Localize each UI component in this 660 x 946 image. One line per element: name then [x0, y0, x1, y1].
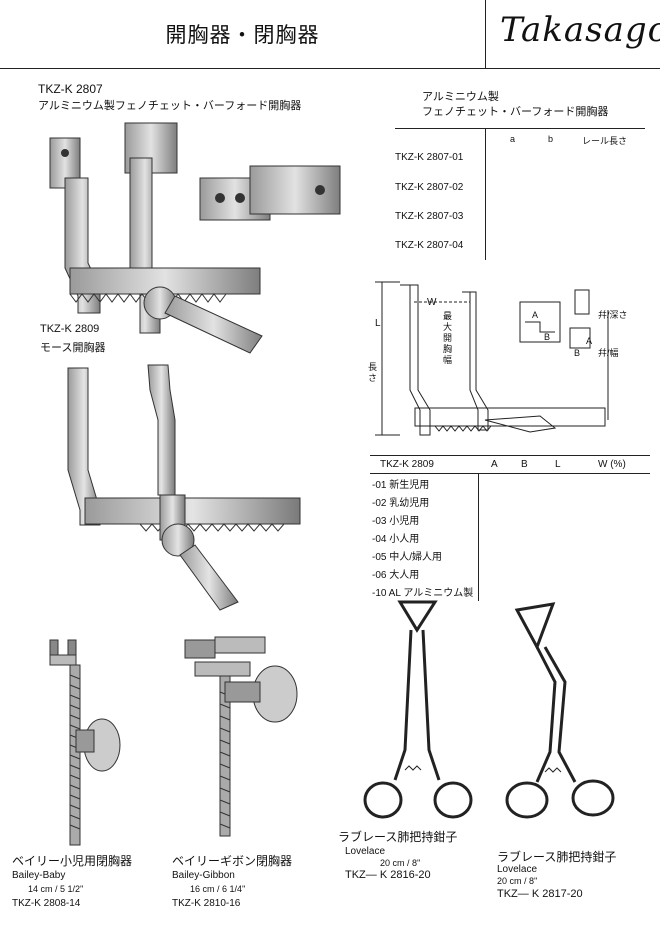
product-2808-code: TKZ-K 2808-14 — [12, 898, 81, 909]
product-2817-name-en: Lovelace — [497, 864, 538, 875]
table-2809-row: -10 AL アルミニウム製 — [372, 588, 474, 599]
product-2807-code: TKZ-K 2807 — [38, 82, 103, 96]
retractor-2807-illustration — [49, 122, 341, 354]
product-2807-name: アルミニウム製フェノチェット・バーフォード開胸器 — [38, 100, 302, 112]
header-divider-vertical — [485, 0, 486, 68]
table-2807-column-divider — [485, 128, 486, 260]
table-2807-title-line1: アルミニウム製 — [422, 91, 499, 103]
product-2817-code: TKZ— K 2817-20 — [497, 888, 583, 900]
diagram-label-length: 長さ — [368, 362, 378, 383]
diagram-label-l: L — [375, 318, 381, 329]
bailey-gibbon-illustration — [184, 636, 298, 837]
retractor-2809-illustration — [67, 364, 301, 611]
page-title: 開胸器・閉胸器 — [165, 24, 320, 47]
table-2809-col-b: B — [521, 459, 528, 470]
table-2809-col-l: L — [555, 459, 561, 470]
diagram-label-width: 幷/幅 — [598, 348, 619, 358]
product-2810-name: ベイリーギボン閉胸器 — [172, 854, 293, 868]
header-divider-horizontal — [0, 68, 660, 69]
table-2807-row: TKZ-K 2807-04 — [395, 240, 464, 251]
table-2807-row: TKZ-K 2807-02 — [395, 182, 464, 193]
product-2808-size: 14 cm / 5 1/2'' — [28, 884, 84, 894]
product-2808-name: ベイリー小児用閉胸器 — [12, 854, 133, 868]
diagram-label-a: A — [532, 310, 539, 320]
dimension-diagram — [375, 281, 609, 436]
table-2809-code: TKZ-K 2809 — [380, 459, 434, 470]
product-2808-name-en: Bailey-Baby — [12, 870, 66, 881]
lovelace-2816-illustration — [363, 600, 473, 819]
diagram-label-a2: A — [586, 336, 593, 346]
table-2807-col-a: a — [510, 134, 516, 144]
table-2807-col-rail-length: レール長さ — [582, 136, 628, 146]
diagram-label-depth: 幷/深さ — [598, 310, 628, 320]
diagram-label-b: B — [544, 332, 551, 342]
product-2810-size: 16 cm / 6 1/4'' — [190, 884, 246, 894]
product-2816-name-en: Lovelace — [345, 846, 386, 857]
table-2809-row: -06 大人用 — [372, 570, 420, 581]
bailey-baby-illustration — [49, 639, 121, 846]
table-2809-col-w: W (%) — [598, 459, 626, 470]
lovelace-2817-illustration — [505, 602, 615, 819]
table-2807-row: TKZ-K 2807-01 — [395, 152, 464, 163]
table-2809-row: -05 中人/婦人用 — [372, 552, 443, 563]
product-2810-code: TKZ-K 2810-16 — [172, 898, 241, 909]
table-2807-top-rule — [395, 128, 645, 129]
table-2809-row: -01 新生児用 — [372, 480, 430, 491]
table-2807-row: TKZ-K 2807-03 — [395, 211, 464, 222]
diagram-label-w: W — [427, 297, 437, 308]
brand-name: Takasago — [500, 10, 660, 50]
product-2816-code: TKZ— K 2816-20 — [345, 869, 431, 881]
product-2816-name: ラブレース肺把持鉗子 — [338, 830, 458, 844]
table-2809-column-divider — [478, 473, 479, 601]
diagram-label-b2: B — [574, 348, 581, 358]
table-2809-col-a: A — [491, 459, 498, 470]
table-2809-header-rule — [370, 473, 650, 474]
diagram-label-max-open: 最大開胸幅 — [443, 311, 453, 365]
product-2817-size: 20 cm / 8'' — [497, 876, 538, 886]
table-2807-title-line2: フェノチェット・バーフォード開胸器 — [422, 106, 609, 118]
product-2817-name: ラブレース肺把持鉗子 — [497, 850, 617, 864]
table-2809-row: -02 乳幼児用 — [372, 498, 430, 509]
brand-logo: Takasago® — [500, 10, 660, 50]
product-2809-code: TKZ-K 2809 — [40, 323, 100, 335]
product-2810-name-en: Bailey-Gibbon — [172, 870, 235, 881]
table-2809-top-rule — [370, 455, 650, 456]
product-2816-size: 20 cm / 8'' — [380, 858, 421, 868]
product-2809-name: モース開胸器 — [40, 342, 106, 354]
table-2809-row: -03 小児用 — [372, 516, 420, 527]
table-2809-row: -04 小人用 — [372, 534, 420, 545]
table-2807-col-b: b — [548, 134, 554, 144]
